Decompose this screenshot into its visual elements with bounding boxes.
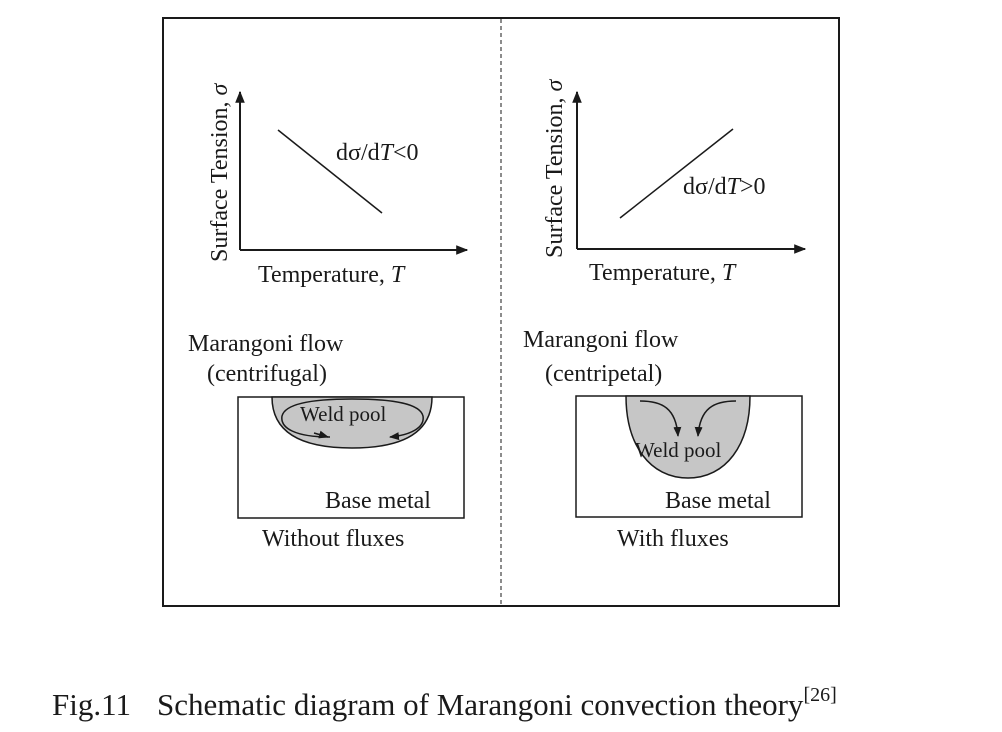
right-flow-title: Marangoni flow [523,327,679,353]
left-y-axis-label: Surface Tension, σ [207,83,233,263]
caption-reference: [26] [803,684,837,706]
right-slope-label: dσ/dT>0 [683,174,766,200]
right-flow-type: (centripetal) [545,361,662,387]
left-flow-type: (centrifugal) [207,361,327,387]
right-weld-pool [625,395,751,479]
left-flow-loop-top [281,398,424,441]
left-trend-line [277,129,383,214]
left-flow-loop-bottom [313,430,329,439]
left-flow-title: Marangoni flow [188,331,344,357]
right-x-axis-label: Temperature, T [589,260,737,286]
figure-frame [162,17,840,607]
right-trend-line [619,128,734,219]
right-panel: Surface Tension, σ Temperature, T dσ/dT>… [523,79,807,552]
left-x-axis-label: Temperature, T [258,262,406,288]
right-base-label: Base metal [665,488,771,514]
left-panel: Surface Tension, σ Temperature, T dσ/dT<… [188,83,469,552]
right-condition-label: With fluxes [617,526,729,552]
left-pool-label: Weld pool [300,402,387,426]
left-base-label: Base metal [325,488,431,514]
left-condition-label: Without fluxes [262,526,404,552]
left-slope-label: dσ/dT<0 [336,140,419,166]
caption-text: Schematic diagram of Marangoni convectio… [156,687,804,722]
right-flow-arrow-left [639,400,682,437]
figure-number: Fig.11 [52,687,131,722]
right-pool-label: Weld pool [635,438,722,462]
figure-caption: Fig.11 Schematic diagram of Marangoni con… [52,684,837,723]
right-flow-arrow-right [694,400,737,437]
right-y-axis-label: Surface Tension, σ [542,79,568,259]
